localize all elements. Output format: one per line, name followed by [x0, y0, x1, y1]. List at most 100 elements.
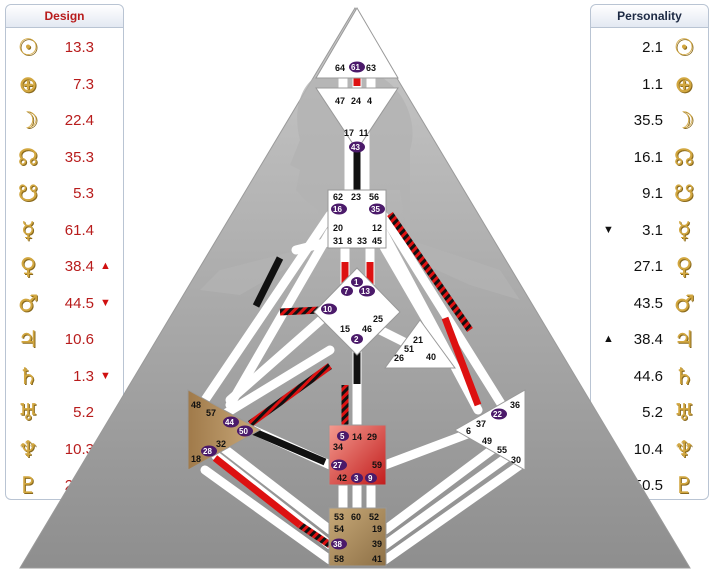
design-value: 13.3	[64, 39, 94, 56]
heart-center	[384, 319, 456, 369]
gate-41: 41	[372, 554, 382, 564]
gate-17: 17	[344, 128, 354, 138]
design-row: ♄1.3▼	[6, 362, 123, 392]
gate-30: 30	[511, 455, 521, 465]
design-row: ♅ 5.2	[6, 398, 123, 428]
moon-icon: ☽	[673, 108, 695, 134]
gate-43: 43	[351, 143, 360, 152]
gate-51: 51	[404, 344, 414, 354]
gate-27: 27	[333, 461, 342, 470]
design-row: ⊕7.3	[6, 70, 123, 100]
personality-value: 16.1	[633, 148, 663, 166]
personality-value: 5.2	[642, 404, 663, 421]
design-row: ♂44.5▼	[6, 289, 123, 319]
solar-plexus-center	[453, 389, 526, 471]
gate-61: 61	[351, 63, 360, 72]
personality-row: ♂43.5	[591, 289, 708, 319]
personality-row: ☉ 2.1	[591, 33, 708, 63]
g-center	[313, 267, 401, 356]
head-center	[315, 7, 399, 79]
gate-10-marker	[321, 303, 337, 315]
ajna-center	[315, 87, 399, 151]
gate-31: 31	[333, 236, 343, 246]
north-node-icon: ☊	[17, 144, 39, 171]
gate-38: 38	[333, 540, 342, 549]
personality-row: ☽ 35.5	[591, 106, 708, 136]
neptune-icon: ♆	[17, 436, 39, 463]
gate-50: 50	[239, 427, 248, 436]
pluto-icon: ♇	[673, 473, 695, 499]
personality-value: 43.5	[633, 294, 663, 312]
design-row: ☽ 22.4	[6, 106, 123, 136]
saturn-icon: ♄	[673, 363, 695, 390]
uranus-icon: ♅	[17, 400, 39, 426]
venus-icon: ♀	[19, 254, 37, 280]
design-value: 1.3	[73, 367, 94, 385]
gate-1-marker	[351, 277, 363, 287]
gate-3-marker	[351, 473, 363, 483]
gate-7-marker	[341, 286, 353, 296]
detriment-arrow-icon: ▼	[603, 223, 614, 236]
gate-50-marker	[237, 425, 253, 437]
mercury-icon: ☿	[676, 217, 692, 244]
gate-46: 46	[362, 324, 372, 334]
gate-28: 28	[203, 447, 212, 456]
gate-19: 19	[372, 524, 382, 534]
gate-57: 57	[206, 408, 216, 418]
gate-23: 23	[351, 192, 361, 202]
design-panel-title: Design	[6, 5, 123, 28]
design-row: ♀38.4▲	[6, 252, 123, 282]
gate-37: 37	[476, 419, 486, 429]
design-row: ☿61.4	[6, 216, 123, 246]
gate-35: 35	[371, 205, 380, 214]
personality-value: 35.5	[633, 112, 663, 129]
design-row: ☊35.3	[6, 143, 123, 173]
gate-63: 63	[366, 63, 376, 73]
personality-panel: Personality ☉2.1⊕1.1☽35.5☊16.1☋9.1☿3.1▼♀…	[590, 4, 709, 500]
gate-45: 45	[372, 236, 382, 246]
gate-44: 44	[225, 418, 234, 427]
gate-10: 10	[323, 305, 332, 314]
personality-row: ♃38.4▲	[591, 325, 708, 355]
design-value: 5.2	[73, 404, 94, 421]
saturn-icon: ♄	[17, 363, 39, 390]
personality-value: 9.1	[642, 185, 663, 202]
mars-icon: ♂	[17, 290, 39, 317]
design-panel: Design ☉13.3⊕7.3☽22.4☊35.3☋5.3☿61.4♀38.4…	[5, 4, 124, 500]
personality-value: 2.1	[642, 39, 663, 56]
throat-center	[327, 189, 387, 249]
gate-5-marker	[337, 431, 349, 441]
gate-26: 26	[394, 353, 404, 363]
gate-38-marker	[331, 538, 347, 550]
venus-icon: ♀	[675, 254, 693, 280]
north-node-icon: ☊	[673, 144, 695, 171]
design-value: 7.3	[73, 75, 94, 93]
gate-1: 1	[354, 278, 359, 287]
moon-icon: ☽	[17, 108, 39, 134]
gate-6: 6	[466, 426, 471, 436]
detriment-arrow-icon: ▼	[100, 296, 111, 309]
gate-20: 20	[333, 223, 343, 233]
gate-4: 4	[367, 96, 372, 106]
design-value: 61.4	[64, 221, 94, 239]
personality-value: 10.4	[633, 440, 663, 458]
gate-43-marker	[349, 141, 365, 153]
design-value: 22.4	[64, 112, 94, 129]
gate-7: 7	[344, 287, 349, 296]
gate-22: 22	[493, 410, 502, 419]
gate-12: 12	[372, 223, 382, 233]
south-node-icon: ☋	[17, 181, 39, 207]
gate-60: 60	[351, 512, 361, 522]
gate-34: 34	[333, 442, 343, 452]
personality-row: ♅5.2	[591, 398, 708, 428]
gate-64: 64	[335, 63, 345, 73]
design-value: 5.3	[73, 185, 94, 202]
gate-13: 13	[361, 287, 370, 296]
gate-49: 49	[482, 436, 492, 446]
gate-33: 33	[357, 236, 367, 246]
design-value: 38.4	[64, 258, 94, 275]
sun-icon: ☉	[673, 35, 695, 61]
design-row: ♆10.3	[6, 435, 123, 465]
gate-16-marker	[331, 203, 347, 215]
